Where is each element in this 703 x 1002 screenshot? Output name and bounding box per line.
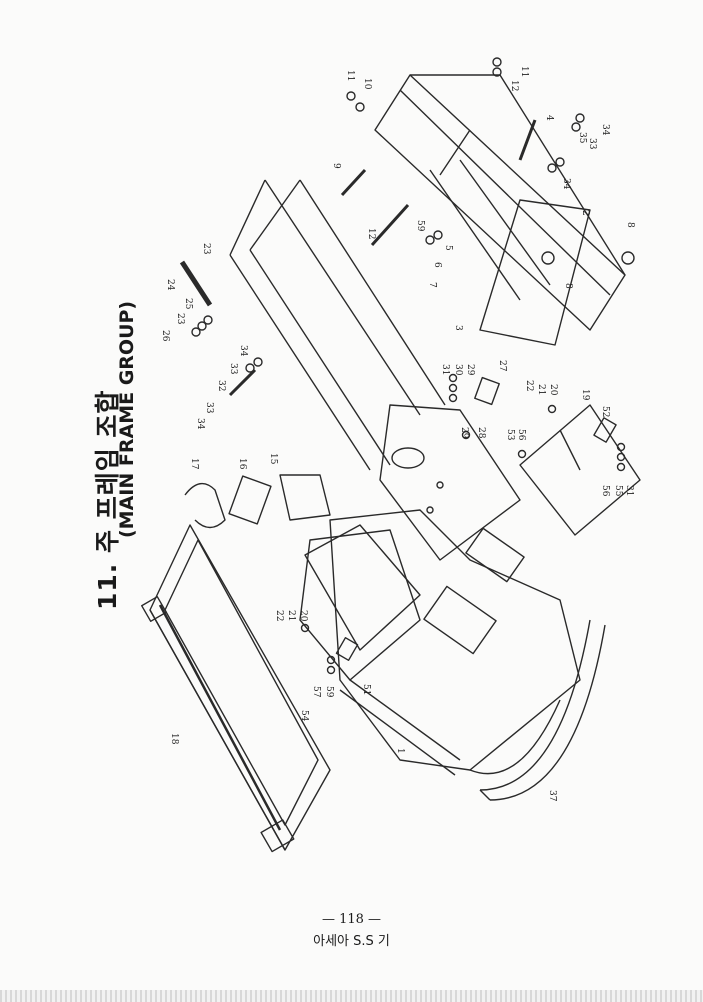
label-part-1: 1 xyxy=(395,748,405,754)
label-part-54: 54 xyxy=(299,710,309,722)
label-part-26: 26 xyxy=(160,330,170,342)
label-part-20-right: 20 xyxy=(548,384,558,396)
label-part-12-top: 12 xyxy=(509,80,519,91)
label-part-8-lower: 8 xyxy=(563,283,573,289)
label-part-21-left: 21 xyxy=(286,610,296,621)
label-part-16: 16 xyxy=(237,458,247,470)
label-part-12-shaft: 12 xyxy=(366,228,376,239)
label-part-35: 35 xyxy=(577,132,587,144)
label-part-31-top: 31 xyxy=(440,364,450,375)
label-part-21-right: 21 xyxy=(536,384,546,395)
label-part-20-left: 20 xyxy=(298,610,308,622)
label-part-59-upper: 59 xyxy=(415,220,425,232)
label-part-28: 28 xyxy=(476,427,486,439)
main-frame-rails xyxy=(229,179,521,561)
label-part-25: 25 xyxy=(183,298,193,310)
label-part-34-left: 34 xyxy=(195,418,205,430)
label-part-31-bottom: 31 xyxy=(624,485,634,496)
label-part-52: 52 xyxy=(600,406,610,417)
label-part-2: 2 xyxy=(580,210,590,216)
label-part-34-mid: 34 xyxy=(561,178,571,190)
label-part-15: 15 xyxy=(268,453,278,465)
label-part-27: 27 xyxy=(497,360,507,372)
label-part-32: 32 xyxy=(216,380,226,391)
label-part-17: 17 xyxy=(189,458,199,470)
label-part-3: 3 xyxy=(453,325,463,331)
base-plate-part-19 xyxy=(519,404,641,536)
battery-housing xyxy=(279,474,421,651)
scan-edge-artifact xyxy=(0,990,703,1002)
label-part-51: 51 xyxy=(361,684,371,695)
label-part-9: 9 xyxy=(331,163,341,169)
label-part-7: 7 xyxy=(427,282,437,288)
label-part-23-top: 23 xyxy=(201,243,211,255)
label-part-33-center: 33 xyxy=(228,363,238,375)
label-part-4: 4 xyxy=(544,115,554,121)
label-part-56-bottom: 56 xyxy=(600,485,610,497)
label-part-5: 5 xyxy=(443,245,453,251)
shaft-parts xyxy=(179,119,537,397)
hardware-washers xyxy=(191,57,635,675)
label-part-33-left: 33 xyxy=(204,402,214,414)
label-part-53: 53 xyxy=(505,429,515,441)
label-part-56-center: 56 xyxy=(516,429,526,441)
label-part-10: 10 xyxy=(362,78,372,90)
lift-frame-part-2 xyxy=(374,74,626,346)
label-part-34-center: 34 xyxy=(238,345,248,357)
label-part-34-right: 34 xyxy=(600,124,610,136)
label-part-22-left: 22 xyxy=(274,610,284,621)
label-part-33-right: 33 xyxy=(587,138,597,150)
label-part-8-upper: 8 xyxy=(625,222,635,228)
label-part-59-left: 59 xyxy=(324,686,334,698)
bracket-parts-16-17 xyxy=(184,475,272,529)
label-part-11-left: 11 xyxy=(345,70,355,81)
label-part-57: 57 xyxy=(311,686,321,698)
label-part-24: 24 xyxy=(165,279,175,291)
body-frame-part-1 xyxy=(299,509,581,776)
label-part-19: 19 xyxy=(580,389,590,401)
label-part-29-top: 29 xyxy=(465,364,475,376)
label-part-11-right: 11 xyxy=(519,66,529,77)
label-part-22-right: 22 xyxy=(524,380,534,391)
company-name: 아세아 S.S 기 xyxy=(313,934,390,949)
label-part-37: 37 xyxy=(547,790,557,802)
label-part-23-side: 23 xyxy=(175,313,185,325)
page-number: — 118 — xyxy=(321,912,382,927)
skid-rail-part-37 xyxy=(479,619,606,801)
label-part-29-lower: 29 xyxy=(459,427,469,439)
handle-frame-part-18 xyxy=(141,524,331,853)
label-part-6: 6 xyxy=(432,262,442,268)
label-part-18: 18 xyxy=(169,733,179,745)
part-number-labels: 1 2 3 4 5 6 7 8 8 9 10 11 11 12 12 15 16… xyxy=(160,66,635,802)
label-part-30: 30 xyxy=(453,364,463,376)
label-part-55: 55 xyxy=(613,485,623,497)
